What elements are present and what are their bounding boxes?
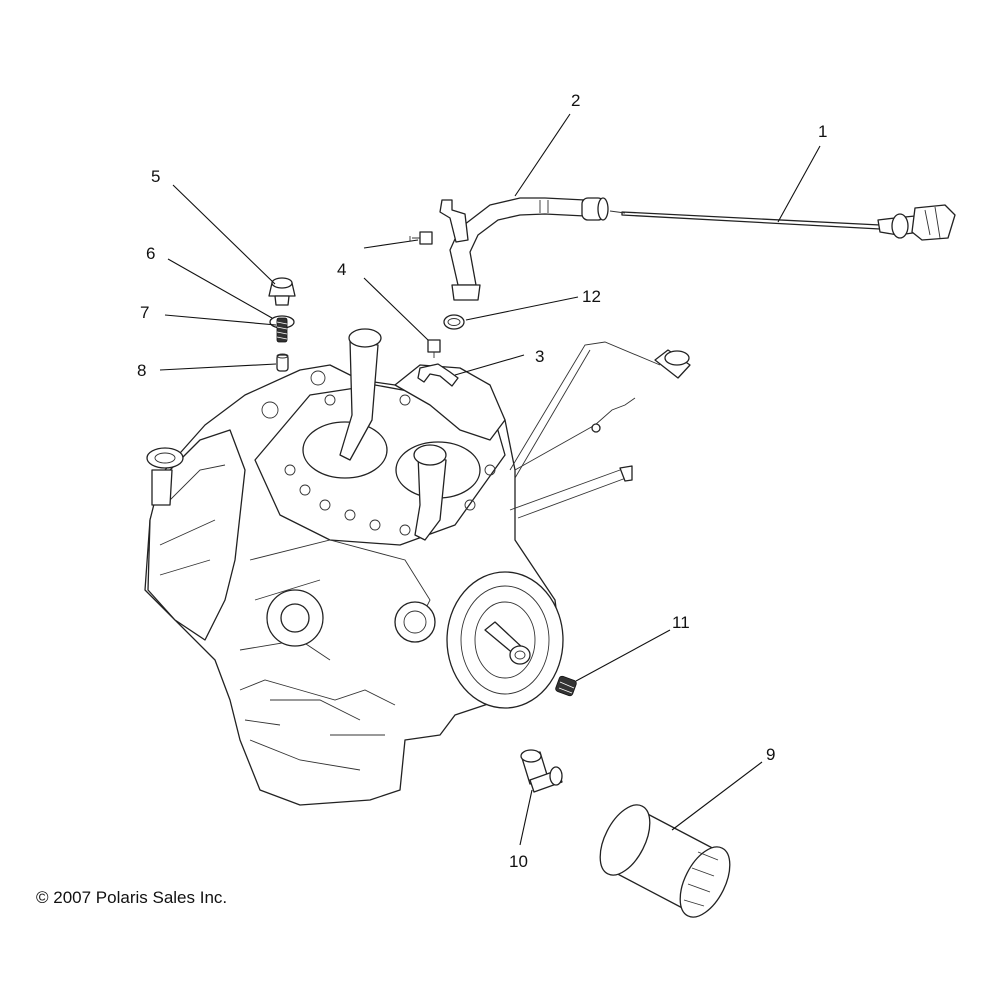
callout-11: 11 xyxy=(672,613,690,632)
callout-1: 1 xyxy=(818,122,827,141)
part-1-dipstick xyxy=(609,204,956,241)
part-5-plug-bolt xyxy=(268,277,296,306)
part-12-o-ring xyxy=(443,314,465,330)
part-8-dowel-pin xyxy=(276,353,289,372)
leader-5 xyxy=(172,184,276,285)
callout-8: 8 xyxy=(137,361,146,380)
leader-9 xyxy=(671,761,763,831)
leader-2 xyxy=(514,113,571,197)
copyright-notice: © 2007 Polaris Sales Inc. xyxy=(36,888,228,907)
part-2-dipstick-tube xyxy=(439,197,609,301)
part-10-fitting xyxy=(520,749,563,793)
leader-3 xyxy=(454,354,525,376)
callout-3: 3 xyxy=(535,347,544,366)
leader-11 xyxy=(575,629,671,682)
callout-labels: 1 2 3 4 5 6 7 8 9 10 11 12 xyxy=(137,91,827,871)
callout-2: 2 xyxy=(571,91,580,110)
part-7-spring xyxy=(276,317,288,343)
leader-7 xyxy=(164,314,277,326)
leader-4b xyxy=(363,277,429,341)
callout-9: 9 xyxy=(766,745,775,764)
callout-6: 6 xyxy=(146,244,155,263)
part-9-oil-filter xyxy=(599,804,731,918)
crankcase-illustration xyxy=(144,328,691,806)
callout-4: 4 xyxy=(337,260,346,279)
part-3-bracket xyxy=(417,363,459,387)
part-11-plug xyxy=(555,675,577,697)
leader-8 xyxy=(159,363,277,371)
leader-10 xyxy=(519,789,533,846)
leader-4a xyxy=(363,239,419,249)
callout-5: 5 xyxy=(151,167,160,186)
leader-lines xyxy=(159,113,821,846)
part-4-bolts xyxy=(409,231,441,358)
callout-7: 7 xyxy=(140,303,149,322)
leader-1 xyxy=(777,145,821,223)
leader-6 xyxy=(167,258,273,319)
leader-12 xyxy=(465,296,579,321)
callout-10: 10 xyxy=(509,852,528,871)
callout-12: 12 xyxy=(582,287,601,306)
